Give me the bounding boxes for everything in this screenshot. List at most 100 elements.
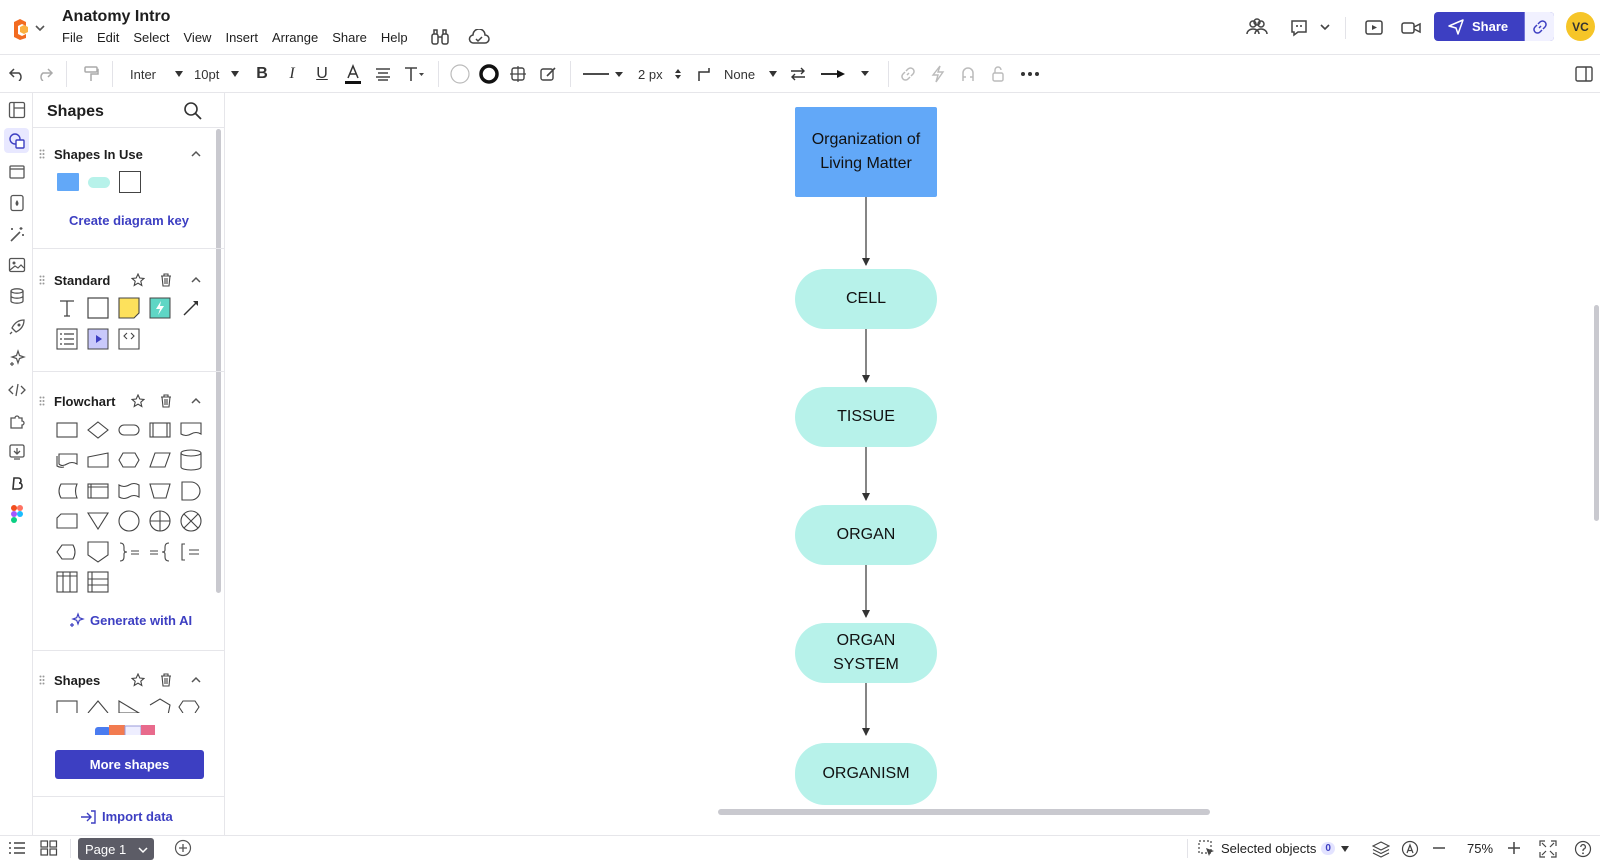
share-main[interactable]: Share bbox=[1434, 12, 1524, 41]
line-shape-icon[interactable] bbox=[179, 296, 203, 320]
preparation-shape-icon[interactable] bbox=[117, 448, 141, 472]
trash-icon[interactable] bbox=[160, 394, 172, 408]
text-options-icon[interactable] bbox=[401, 55, 427, 93]
star-icon[interactable] bbox=[131, 673, 145, 687]
vertical-scrollbar[interactable] bbox=[1594, 305, 1599, 521]
format-painter-icon[interactable] bbox=[78, 55, 104, 93]
merge-shape-icon[interactable] bbox=[86, 509, 110, 533]
zoom-level[interactable]: 75% bbox=[1466, 841, 1494, 856]
shapes-tab-icon[interactable] bbox=[4, 128, 29, 153]
card-shape-icon[interactable] bbox=[55, 509, 79, 533]
menu-arrange[interactable]: Arrange bbox=[271, 30, 319, 45]
chevron-up-icon[interactable] bbox=[190, 275, 202, 285]
decision-shape-icon[interactable] bbox=[86, 418, 110, 442]
off-page-link-icon[interactable] bbox=[86, 540, 110, 564]
chevron-up-icon[interactable] bbox=[190, 675, 202, 685]
menu-edit[interactable]: Edit bbox=[96, 30, 120, 45]
shape-options-icon[interactable] bbox=[506, 55, 530, 93]
cloud-saved-icon[interactable] bbox=[468, 29, 490, 51]
shape-in-use-terminator[interactable] bbox=[88, 177, 110, 188]
line-style-select[interactable] bbox=[580, 55, 626, 93]
search-icon[interactable] bbox=[183, 101, 203, 121]
text-color-icon[interactable] bbox=[341, 55, 365, 93]
present-icon[interactable] bbox=[1364, 18, 1386, 40]
multi-document-icon[interactable] bbox=[55, 448, 79, 472]
action-shape-icon[interactable] bbox=[148, 296, 172, 320]
font-family-select[interactable]: Inter bbox=[124, 55, 184, 93]
menu-file[interactable]: File bbox=[62, 30, 83, 45]
section-shapes[interactable]: Shapes bbox=[54, 673, 101, 688]
brand-b-icon[interactable] bbox=[4, 470, 29, 495]
figma-icon[interactable] bbox=[4, 501, 29, 526]
more-options-icon[interactable] bbox=[1018, 55, 1042, 93]
underline-icon[interactable]: U bbox=[316, 65, 328, 82]
redo-icon[interactable] bbox=[32, 55, 58, 93]
data-icon[interactable] bbox=[4, 283, 29, 308]
rocket-icon[interactable] bbox=[4, 314, 29, 339]
section-standard[interactable]: Standard bbox=[54, 273, 111, 288]
fill-color-icon[interactable] bbox=[448, 55, 472, 93]
comment-icon[interactable] bbox=[1289, 18, 1311, 40]
puzzle-icon[interactable] bbox=[4, 408, 29, 433]
magic-wand-icon[interactable] bbox=[4, 221, 29, 246]
theme-fill-icon[interactable] bbox=[4, 190, 29, 215]
menu-share[interactable]: Share bbox=[332, 30, 367, 45]
display-shape-icon[interactable] bbox=[55, 540, 79, 564]
selected-objects-button[interactable]: Selected objects 0 bbox=[1221, 841, 1350, 856]
diagram-canvas[interactable]: Organization of Living Matter CELL TISSU… bbox=[226, 93, 1600, 835]
internal-storage-icon[interactable] bbox=[86, 479, 110, 503]
chevron-up-icon[interactable] bbox=[190, 396, 202, 406]
drag-handle-icon[interactable] bbox=[39, 149, 45, 159]
generate-with-ai-link[interactable]: Generate with AI bbox=[90, 613, 193, 628]
line-end-select[interactable]: None bbox=[722, 55, 778, 93]
document-shape-icon[interactable] bbox=[179, 418, 203, 442]
chevron-down-icon[interactable] bbox=[1318, 20, 1340, 42]
share-button[interactable]: Share bbox=[1434, 12, 1554, 41]
layers-icon[interactable] bbox=[1372, 840, 1390, 858]
data-shape-icon[interactable] bbox=[148, 448, 172, 472]
copy-link-button[interactable] bbox=[1524, 12, 1554, 41]
align-icon[interactable] bbox=[371, 55, 395, 93]
manual-input-icon[interactable] bbox=[86, 448, 110, 472]
or-shape-icon[interactable] bbox=[148, 509, 172, 533]
avatar[interactable]: VC bbox=[1566, 12, 1595, 41]
trash-icon[interactable] bbox=[160, 673, 172, 687]
accessibility-icon[interactable] bbox=[1401, 840, 1419, 858]
embed-shape-icon[interactable] bbox=[117, 327, 141, 351]
drag-handle-icon[interactable] bbox=[39, 675, 45, 685]
code-icon[interactable] bbox=[4, 377, 29, 402]
swap-arrows-icon[interactable] bbox=[786, 55, 810, 93]
frame-icon[interactable] bbox=[4, 159, 29, 184]
menu-insert[interactable]: Insert bbox=[225, 30, 258, 45]
menu-help[interactable]: Help bbox=[380, 30, 408, 45]
bracket-annotation-icon[interactable] bbox=[179, 540, 203, 564]
delay-shape-icon[interactable] bbox=[179, 479, 203, 503]
style-options-icon[interactable] bbox=[536, 55, 560, 93]
star-icon[interactable] bbox=[131, 273, 145, 287]
connector-circle-icon[interactable] bbox=[117, 509, 141, 533]
section-flowchart[interactable]: Flowchart bbox=[54, 394, 116, 409]
sticky-note-icon[interactable] bbox=[117, 296, 141, 320]
undo-icon[interactable] bbox=[4, 55, 30, 93]
import-data-link[interactable]: Import data bbox=[102, 809, 173, 824]
right-panel-toggle-icon[interactable] bbox=[1572, 55, 1596, 93]
binoculars-icon[interactable] bbox=[430, 28, 452, 50]
collaborators-icon[interactable] bbox=[1245, 17, 1268, 39]
link-icon[interactable] bbox=[896, 55, 920, 93]
trash-icon[interactable] bbox=[160, 273, 172, 287]
zoom-out-icon[interactable] bbox=[1431, 840, 1447, 856]
import-diagram-icon[interactable] bbox=[4, 439, 29, 464]
text-shape-icon[interactable] bbox=[55, 296, 79, 320]
horizontal-swimlane-icon[interactable] bbox=[86, 570, 110, 594]
more-shapes-button[interactable]: More shapes bbox=[55, 750, 204, 779]
list-shape-icon[interactable] bbox=[55, 327, 79, 351]
lock-icon[interactable] bbox=[986, 55, 1010, 93]
bold-icon[interactable]: B bbox=[256, 65, 268, 82]
action-lightning-icon[interactable] bbox=[926, 55, 950, 93]
section-shapes-in-use[interactable]: Shapes In Use bbox=[54, 147, 143, 162]
grid-view-icon[interactable] bbox=[40, 840, 58, 856]
predefined-process-icon[interactable] bbox=[148, 418, 172, 442]
node-cell[interactable]: CELL bbox=[795, 269, 937, 329]
video-call-icon[interactable] bbox=[1400, 18, 1422, 40]
italic-icon[interactable]: I bbox=[289, 65, 295, 82]
